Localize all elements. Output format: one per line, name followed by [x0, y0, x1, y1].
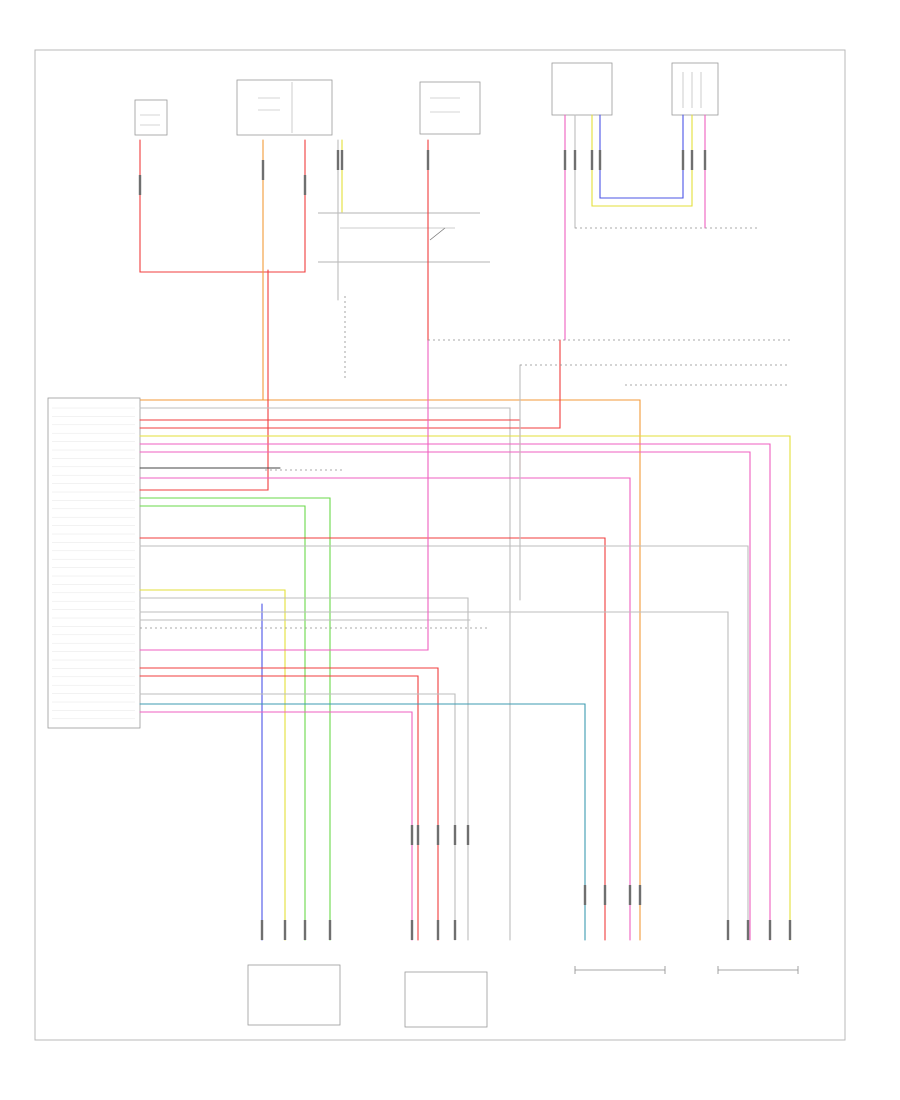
wire-pink-21 [139, 339, 429, 651]
wire-blue-32 [599, 114, 684, 199]
trailer-connector-box [671, 62, 719, 116]
wire-gray-24 [139, 693, 456, 941]
connector-mark-31 [768, 920, 772, 940]
wire-red-0 [139, 139, 306, 273]
wire-orange-1 [140, 139, 641, 941]
wire-pink-7 [139, 443, 771, 941]
connector-mark-26 [603, 885, 607, 905]
connector-mark-15 [303, 920, 307, 940]
connector-mark-18 [416, 825, 420, 845]
wire-green-13 [139, 505, 306, 941]
connector-mark-17 [410, 825, 414, 845]
pin-marks [52, 407, 135, 720]
wire-pink-8 [139, 451, 751, 941]
connector-mark-16 [328, 920, 332, 940]
wire-gray-19 [139, 611, 729, 941]
connector-mark-0 [138, 175, 142, 195]
connector-mark-2 [303, 175, 307, 195]
connector-mark-10 [681, 150, 685, 170]
wire-green-12 [139, 497, 331, 941]
connector-mark-29 [726, 920, 730, 940]
connector-mark-1 [261, 160, 265, 180]
motor-right-gnd [574, 966, 666, 974]
connector-mark-14 [283, 920, 287, 940]
wire-red-23 [139, 675, 419, 941]
dashed-lines [140, 227, 790, 629]
wire-gray-17 [139, 597, 469, 941]
wire-red-14 [139, 537, 606, 941]
connector-mark-8 [590, 150, 594, 170]
wire-gray-3 [139, 407, 511, 941]
connector-mark-24 [453, 920, 457, 940]
connector-mark-19 [436, 825, 440, 845]
connector-marks [138, 150, 792, 940]
wire-red-5 [139, 339, 561, 429]
wire-teal-25 [139, 703, 586, 941]
connector-mark-30 [746, 920, 750, 940]
connector-mark-5 [426, 150, 430, 170]
battery-junction-box [134, 99, 168, 136]
control-module-box [47, 397, 141, 729]
connector-mark-7 [573, 150, 577, 170]
connector-mark-22 [410, 920, 414, 940]
wire-red-2 [139, 269, 269, 491]
fuse-block-box [419, 81, 481, 135]
wires [139, 114, 791, 941]
wire-gray-15 [139, 545, 749, 941]
connector-mark-27 [628, 885, 632, 905]
connector-mark-9 [598, 150, 602, 170]
connector-mark-32 [788, 920, 792, 940]
connector-mark-12 [703, 150, 707, 170]
motor-left-box [247, 964, 341, 1026]
wire-pink-26 [139, 711, 413, 941]
connector-mark-3 [336, 150, 340, 170]
wire-yellow-16 [139, 589, 286, 941]
connector-mark-4 [340, 150, 344, 170]
connector-mark-20 [453, 825, 457, 845]
wire-red-22 [139, 667, 439, 941]
connector-mark-28 [638, 885, 642, 905]
connector-mark-6 [563, 150, 567, 170]
connector-mark-21 [466, 825, 470, 845]
wire-yellow-6 [139, 435, 791, 941]
relay-switch [318, 212, 490, 263]
relay-box [551, 62, 613, 116]
connector-mark-25 [583, 885, 587, 905]
motor-far-right-gnd [717, 966, 799, 974]
ignition-switch-box [236, 79, 333, 136]
connector-mark-11 [690, 150, 694, 170]
diagram-frame [34, 49, 846, 1041]
wire-pink-10 [139, 477, 631, 941]
connector-mark-23 [436, 920, 440, 940]
motor-center-box [404, 971, 488, 1028]
connector-mark-13 [260, 920, 264, 940]
wire-yellow-33 [591, 114, 693, 207]
